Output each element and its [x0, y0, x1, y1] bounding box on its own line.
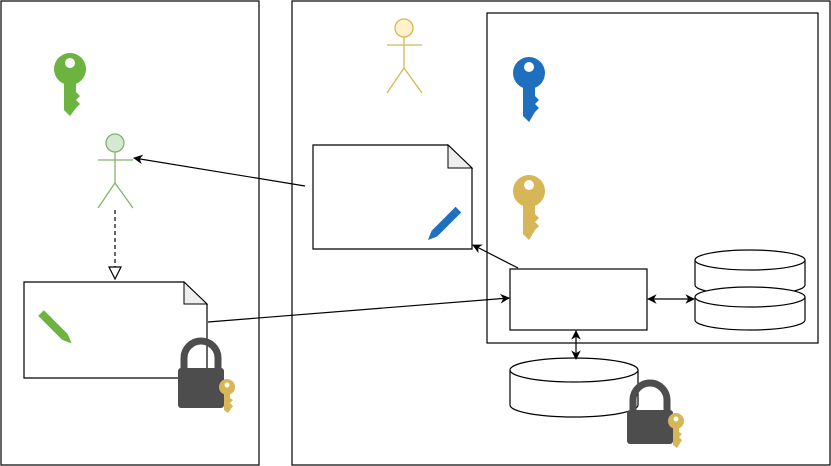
- key-icon: [513, 57, 545, 122]
- key-icon: [513, 175, 545, 240]
- pencil-icon: [38, 310, 72, 344]
- database-bottom: [509, 357, 639, 418]
- process-box: [509, 268, 648, 331]
- actor-right: [386, 18, 423, 94]
- padlock-with-key-icon: [178, 337, 235, 413]
- edge-process-to-document-right: [472, 244, 519, 269]
- edge-document-right-to-actor: [133, 154, 306, 187]
- edge-document-left-to-process: [207, 293, 510, 323]
- pencil-icon: [427, 206, 462, 241]
- padlock-with-key-icon: [627, 379, 684, 448]
- document-left: [23, 280, 209, 379]
- document-right: [312, 143, 474, 250]
- key-icon: [54, 53, 86, 116]
- actor-left: [97, 133, 134, 209]
- database-stack: [694, 249, 806, 331]
